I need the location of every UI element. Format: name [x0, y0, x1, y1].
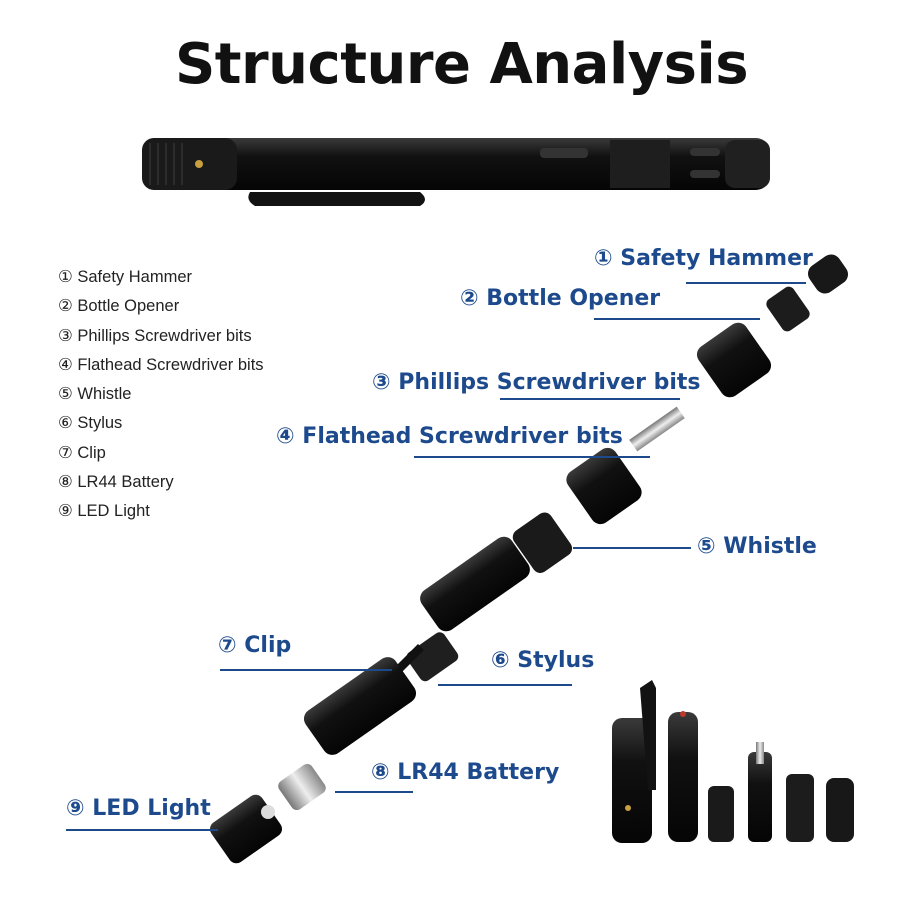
legend-item: ⑨ LED Light [58, 502, 150, 521]
legend-item: ⑤ Whistle [58, 385, 132, 404]
assembled-pen [142, 138, 770, 206]
legend-item: ③ Phillips Screwdriver bits [58, 326, 252, 345]
parts-group [612, 680, 854, 843]
callout-stylus: ⑥ Stylus [491, 648, 595, 673]
legend-list: ① Safety Hammer ② Bottle Opener ③ Philli… [58, 266, 264, 530]
callout-lr44-battery: ⑧ LR44 Battery [371, 760, 560, 785]
leader-line [438, 684, 572, 686]
leader-line [686, 282, 806, 284]
legend-item: ② Bottle Opener [58, 297, 180, 316]
legend-item: ⑦ Clip [58, 443, 106, 462]
leader-line [500, 398, 680, 400]
legend-item: ① Safety Hammer [58, 268, 192, 286]
legend-item: ④ Flathead Screwdriver bits [58, 355, 264, 374]
leader-line [335, 791, 413, 793]
exploded-pen [209, 254, 848, 864]
leader-line [66, 829, 218, 831]
leader-line [594, 318, 760, 320]
callout-phillips: ③ Phillips Screwdriver bits [372, 370, 701, 395]
leader-line [573, 547, 691, 549]
leader-line [220, 669, 392, 671]
callout-flathead: ④ Flathead Screwdriver bits [276, 424, 623, 449]
leader-line [414, 456, 650, 458]
callout-bottle-opener: ② Bottle Opener [460, 286, 661, 311]
callout-clip: ⑦ Clip [218, 633, 292, 658]
callout-safety-hammer: ① Safety Hammer [594, 246, 813, 271]
legend-item: ⑧ LR44 Battery [58, 473, 174, 492]
legend-item: ⑥ Stylus [58, 414, 123, 433]
callout-whistle: ⑤ Whistle [697, 534, 817, 559]
callout-led-light: ⑨ LED Light [66, 796, 211, 821]
page-title: Structure Analysis [174, 32, 749, 97]
